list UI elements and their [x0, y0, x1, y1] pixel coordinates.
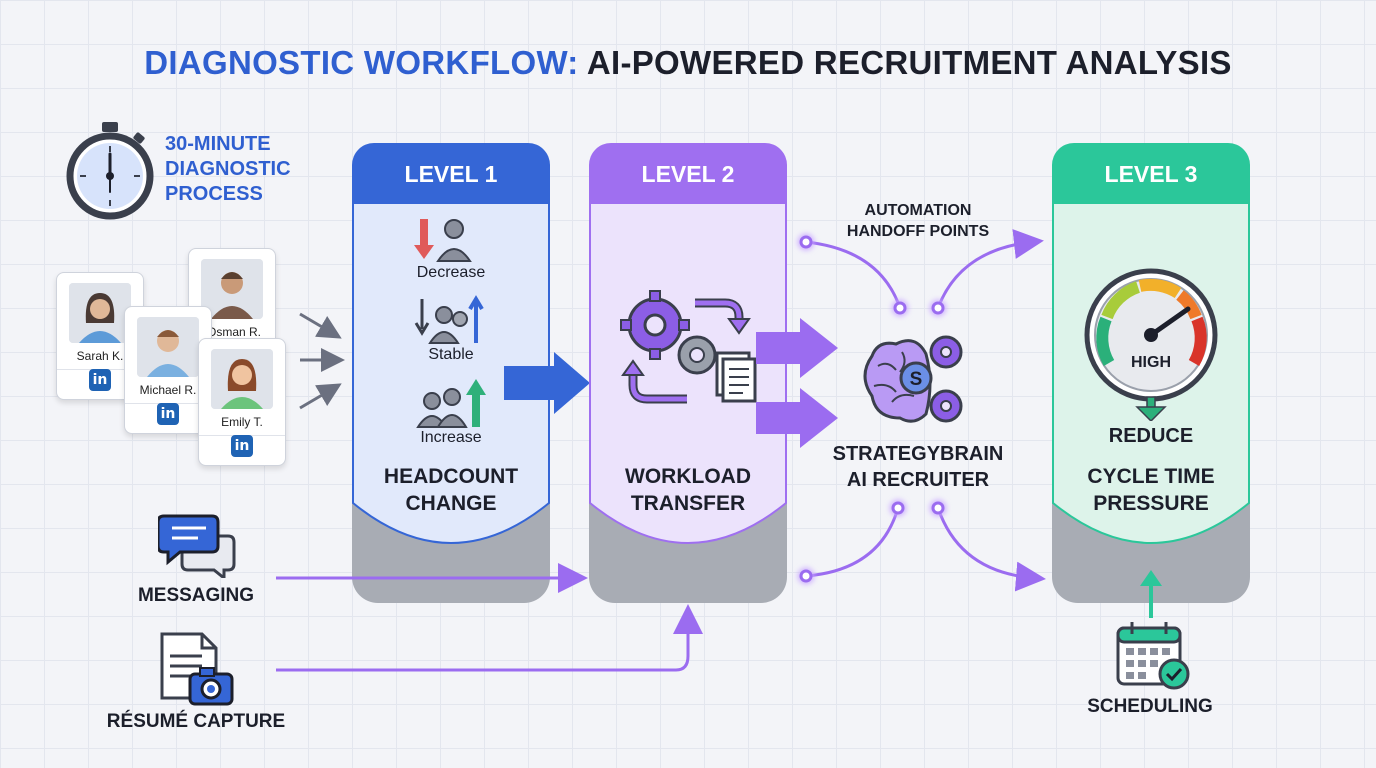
linkedin-icon[interactable]: in [89, 369, 111, 391]
messaging-label: MESSAGING [137, 585, 255, 606]
messaging-icon [158, 514, 236, 578]
level-1-title: HEADCOUNT CHANGE [352, 463, 550, 517]
input-arrows [299, 312, 345, 410]
level-2-column: LEVEL 2 WORKLOAD TRANSFER [589, 143, 787, 603]
headcount-decrease-label: Decrease [416, 264, 486, 281]
title-highlight: DIAGNOSTIC WORKFLOW: [144, 44, 579, 81]
candidate-name: Michael R. [139, 383, 197, 397]
ai-recruiter-label: STRATEGYBRAIN AI RECRUITER [808, 441, 1028, 493]
candidate-card-michael: Michael R. in [124, 306, 212, 434]
level-1-header: LEVEL 1 [352, 143, 550, 203]
title-rest: AI-POWERED RECRUITMENT ANALYSIS [586, 44, 1232, 81]
stopwatch-icon [66, 122, 154, 220]
candidate-name: Osman R. [207, 325, 262, 339]
level-2-title-line-1: WORKLOAD [625, 465, 751, 488]
level-2-title-line-2: TRANSFER [630, 492, 746, 515]
level-2-title: WORKLOAD TRANSFER [589, 463, 787, 517]
ai-brain-badge: S [910, 369, 923, 390]
page-title: DIAGNOSTIC WORKFLOW: AI-POWERED RECRUITM… [0, 44, 1376, 82]
candidate-name: Emily T. [221, 415, 263, 429]
level-2-panel [589, 203, 787, 544]
level-1-panel [352, 203, 550, 544]
workload-gears-icon [620, 290, 757, 404]
level-3-title-line-2: PRESSURE [1093, 492, 1209, 515]
ai-brain-icon: S [863, 335, 963, 423]
level-3-title-line-1: CYCLE TIME [1087, 465, 1215, 488]
increase-icon [416, 379, 486, 428]
resume-capture-label: RÉSUMÉ CAPTURE [106, 711, 286, 732]
avatar [69, 283, 131, 343]
automation-handoff-label: AUTOMATION HANDOFF POINTS [818, 200, 1018, 242]
automation-line-2: HANDOFF POINTS [846, 223, 990, 240]
cycle-time-gauge-icon: HIGH [1084, 268, 1218, 421]
scheduling-label: SCHEDULING [1087, 696, 1213, 717]
level-3-column: LEVEL 3 HIGH REDUCE CYCLE TIME PRESSURE [1052, 143, 1250, 603]
level-3-title: CYCLE TIME PRESSURE [1052, 463, 1250, 517]
calendar-check-icon [1116, 622, 1190, 690]
level-1-column: LEVEL 1 Decrease Stable Increase HEADCOU… [352, 143, 550, 603]
level-1-title-line-2: CHANGE [405, 492, 497, 515]
linkedin-icon[interactable]: in [157, 403, 179, 425]
level-1-title-line-1: HEADCOUNT [383, 465, 519, 488]
gauge-label: HIGH [1131, 354, 1171, 371]
candidate-card-emily: Emily T. in [198, 338, 286, 466]
avatar [137, 317, 199, 377]
timer-caption: 30-MINUTE DIAGNOSTIC PROCESS [165, 132, 335, 207]
level-3-header: LEVEL 3 [1052, 143, 1250, 203]
timer-line-3: PROCESS [165, 183, 263, 205]
headcount-stable-label: Stable [428, 346, 474, 363]
avatar [211, 349, 273, 409]
timer-line-2: DIAGNOSTIC [165, 158, 291, 180]
timer-line-1: 30-MINUTE [165, 133, 271, 155]
automation-line-1: AUTOMATION [864, 202, 972, 219]
flow-arrows-level2-to-ai [756, 318, 838, 448]
linkedin-icon[interactable]: in [231, 435, 253, 457]
avatar [201, 259, 263, 319]
reduce-label: REDUCE [1108, 425, 1194, 447]
headcount-increase-label: Increase [420, 429, 482, 446]
ai-recruiter-line-1: STRATEGYBRAIN [832, 443, 1004, 465]
candidate-name: Sarah K. [76, 349, 124, 363]
decrease-icon [414, 219, 472, 262]
candidate-card-sarah: Sarah K. in [56, 272, 144, 400]
resume-capture-icon [160, 632, 234, 706]
ai-recruiter-line-2: AI RECRUITER [846, 469, 990, 491]
scheduling-arrow [1140, 570, 1162, 618]
flow-arrow-level1-to-level2 [504, 352, 590, 414]
level-2-header: LEVEL 2 [589, 143, 787, 203]
stable-icon [414, 295, 484, 344]
